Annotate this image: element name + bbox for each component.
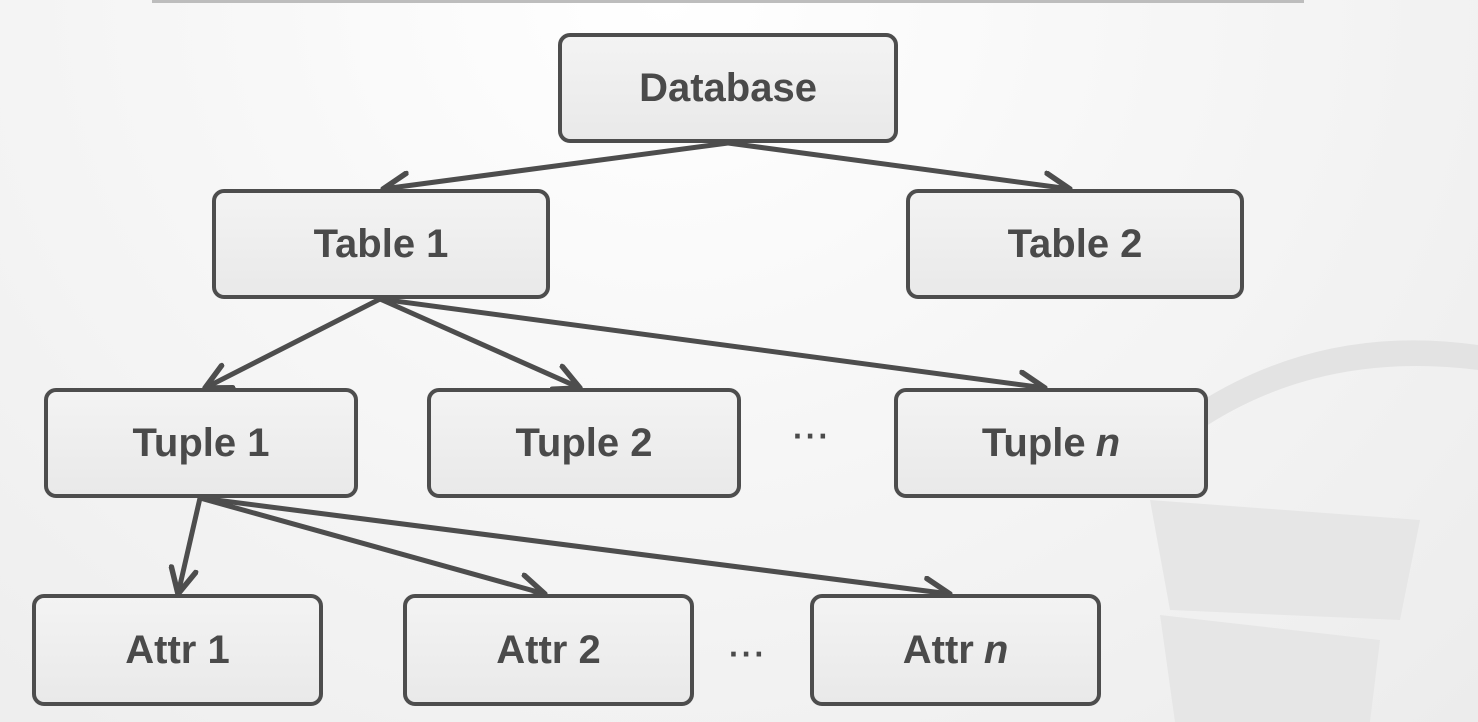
node-tuple-2: Tuple 2 [427, 388, 741, 498]
edge-table1-tuple1 [205, 296, 383, 388]
node-table-2-label: Table 2 [1007, 221, 1143, 266]
edge-tuple1-attr1 [178, 495, 203, 594]
node-table-1: Table 1 [212, 189, 550, 299]
node-attr-n-label: Attr [902, 627, 974, 672]
node-tuple-1-label: Tuple 1 [132, 420, 270, 465]
node-tuple-n-variable: n [1095, 420, 1121, 465]
top-divider [152, 0, 1304, 3]
node-table-2: Table 2 [906, 189, 1244, 299]
edge-database-table2 [725, 140, 1070, 189]
edge-tuple1-attrn [197, 495, 950, 594]
node-attr-2: Attr 2 [403, 594, 694, 706]
node-attr-1: Attr 1 [32, 594, 323, 706]
edge-table1-tuple2 [377, 296, 580, 388]
edge-tuple1-attr2 [197, 495, 545, 594]
node-database: Database [558, 33, 898, 143]
edge-database-table1 [383, 140, 731, 189]
node-tuple-n-label: Tuple [981, 420, 1086, 465]
tuple-ellipsis: ··· [793, 418, 831, 454]
node-attr-n-variable: n [983, 627, 1009, 672]
node-database-label: Database [639, 65, 817, 110]
node-tuple-2-label: Tuple 2 [515, 420, 653, 465]
node-attr-1-label: Attr 1 [125, 627, 230, 672]
node-attr-2-label: Attr 2 [496, 627, 601, 672]
node-table-1-label: Table 1 [313, 221, 449, 266]
edge-table1-tuplen [377, 296, 1045, 388]
attr-ellipsis: ··· [729, 636, 767, 672]
node-tuple-1: Tuple 1 [44, 388, 358, 498]
